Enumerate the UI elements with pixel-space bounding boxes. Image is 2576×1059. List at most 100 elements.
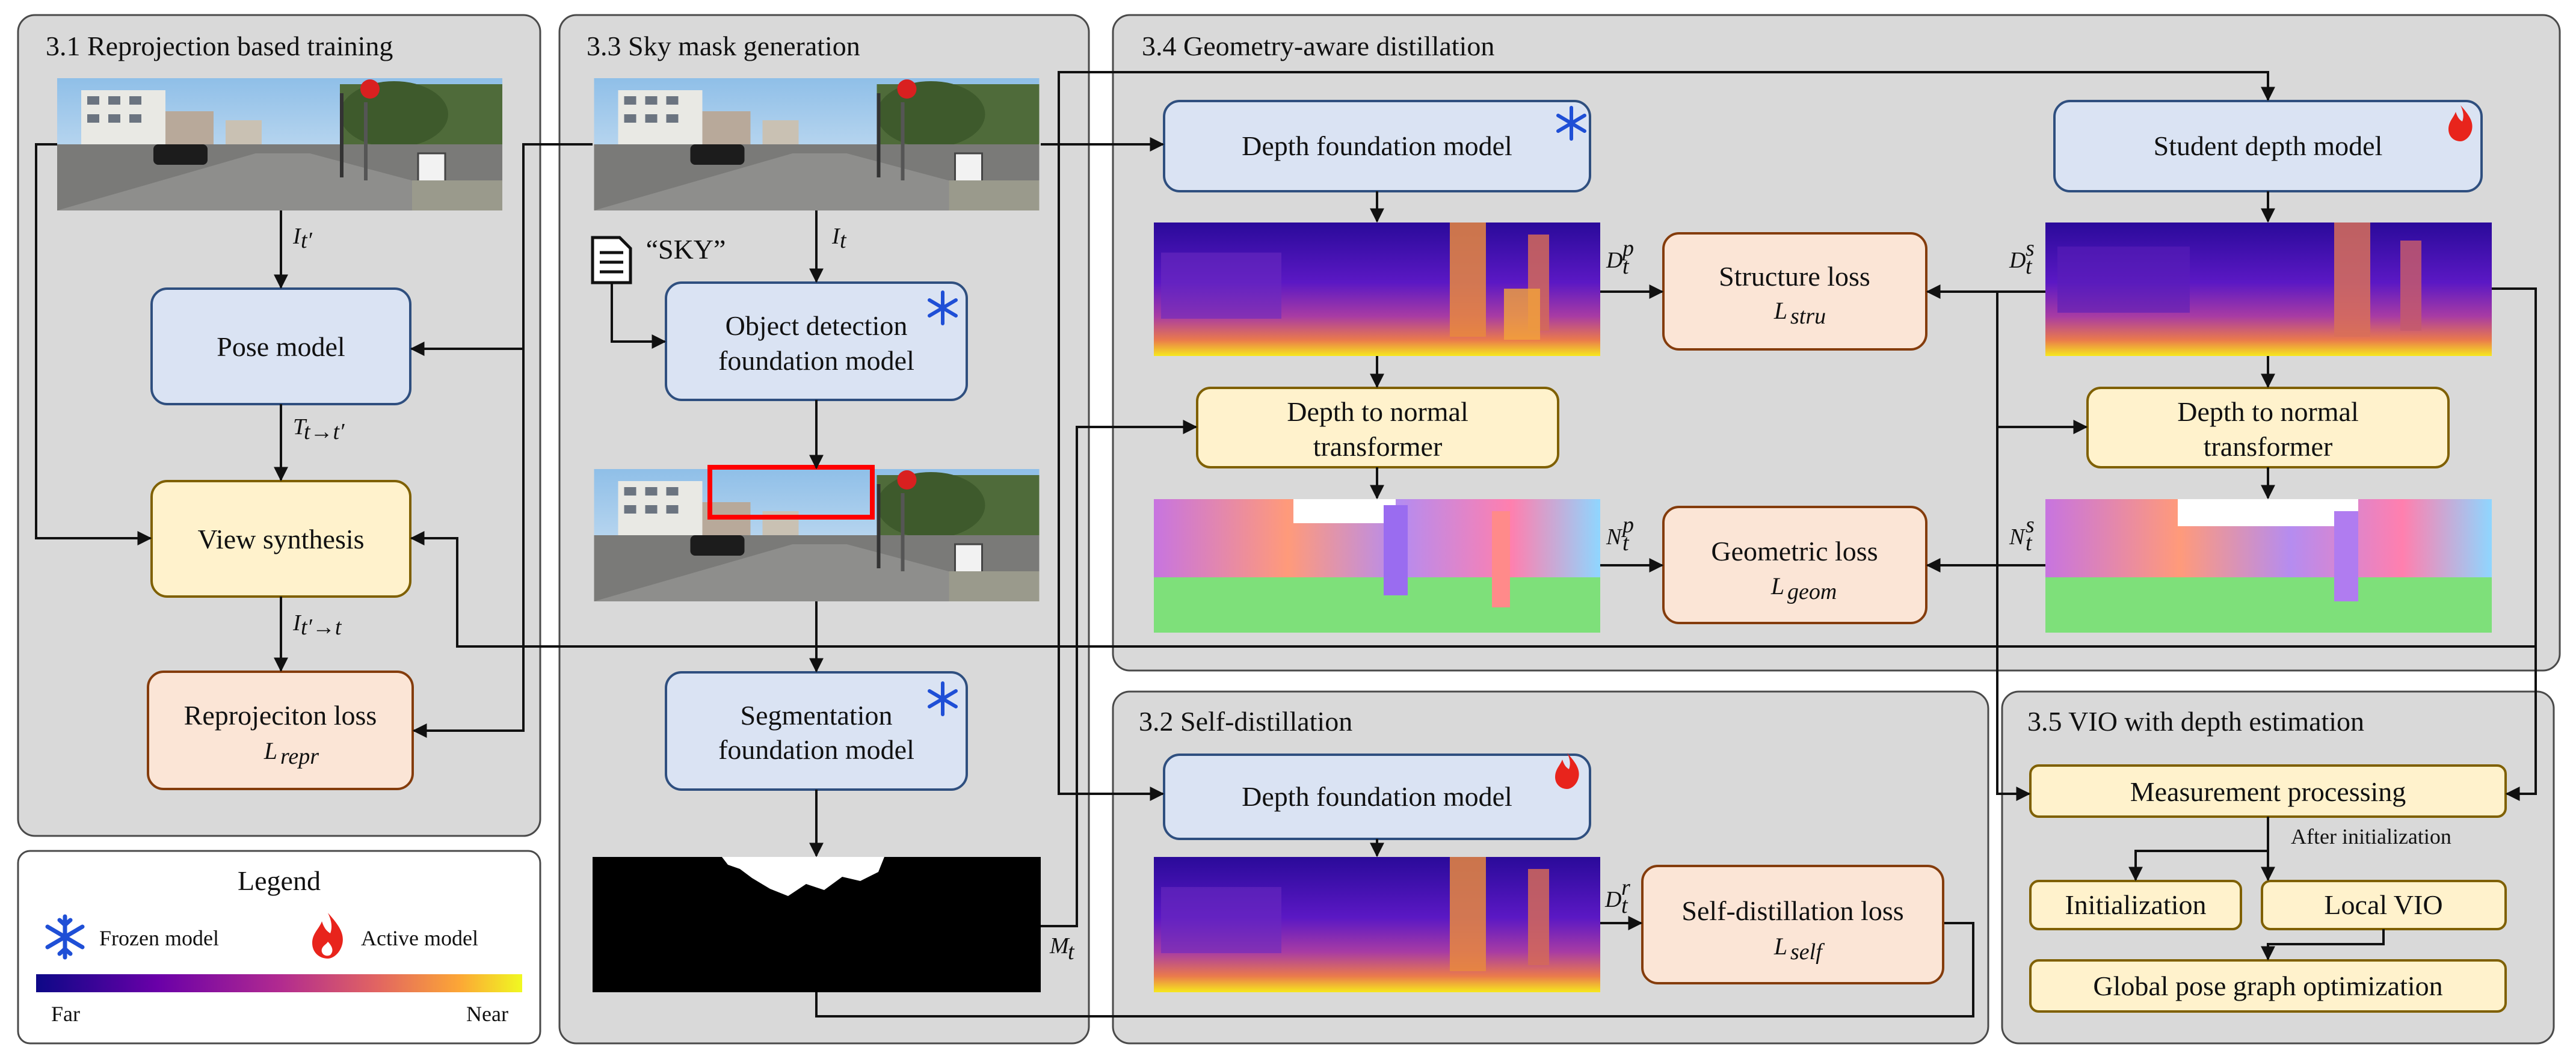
reprojection-loss-subscript: repr: [280, 744, 319, 769]
label-Dr-sup: r: [1621, 875, 1630, 900]
connectors: [35, 71, 2537, 1018]
colormap-bar: [36, 974, 522, 992]
label-I-syn: I: [292, 610, 302, 636]
d2n-teacher-label-1: Depth to normal: [1287, 396, 1468, 427]
self-distillation-loss-label: Self-distillation loss: [1681, 895, 1903, 926]
label-Dp-sup: p: [1621, 236, 1634, 261]
panel-title-3-2: 3.2 Self-distillation: [1139, 706, 1352, 737]
legend-frozen-label: Frozen model: [99, 926, 219, 950]
local-vio-label: Local VIO: [2324, 889, 2442, 920]
depth-to-normal-box-teacher: Depth to normal transformer: [1196, 387, 1559, 468]
sky-mask-image: [593, 857, 1041, 992]
student-depth-model-box: Student depth model: [2053, 100, 2483, 192]
legend-title: Legend: [238, 865, 321, 896]
detection-result-image: [593, 465, 1041, 601]
snowflake-icon: [45, 914, 85, 960]
local-vio-box: Local VIO: [2261, 880, 2507, 930]
geometric-loss-label: Geometric loss: [1711, 536, 1878, 566]
segmentation-box: Segmentation foundation model: [665, 671, 968, 791]
label-T-sub: t→t′: [304, 419, 345, 444]
label-I-syn-sub: t′→t: [301, 615, 342, 640]
structure-loss-subscript: stru: [1790, 304, 1826, 329]
sky-prompt-label: “SKY”: [646, 234, 726, 265]
depth-fm-34-label: Depth foundation model: [1242, 130, 1512, 161]
structure-loss-label: Structure loss: [1719, 261, 1870, 292]
label-Ns-sup: s: [2026, 512, 2035, 538]
object-detection-box: Object detection foundation model: [665, 281, 968, 401]
legend-box: Legend Frozen model Active model Far Nea…: [17, 850, 541, 1045]
label-I-t-sub: t: [840, 228, 847, 253]
flame-icon: [2448, 105, 2473, 141]
label-I-tprime: I: [292, 224, 302, 249]
document-icon: [591, 236, 632, 284]
reprojection-loss-symbol: L: [263, 737, 277, 764]
reprojection-loss-label: Reprojeciton loss: [184, 700, 377, 731]
geometric-loss-symbol: L: [1770, 572, 1784, 600]
label-Mt-sub: t: [1068, 939, 1075, 965]
self-distillation-loss-box: Self-distillation loss L self: [1641, 865, 1944, 984]
snowflake-icon: [928, 290, 958, 325]
panel-title-3-1: 3.1 Reprojection based training: [46, 31, 393, 61]
label-Np: N: [1606, 524, 1623, 550]
segmentation-label-2: foundation model: [718, 734, 914, 765]
global-pgo-box: Global pose graph optimization: [2029, 959, 2507, 1013]
panel-3-1: 3.1 Reprojection based training: [17, 14, 541, 837]
panel-title-3-4: 3.4 Geometry-aware distillation: [1142, 31, 1494, 61]
initialization-box: Initialization: [2029, 880, 2242, 930]
label-Np-sup: p: [1621, 512, 1634, 538]
label-Dp: D: [1606, 248, 1622, 273]
depth-foundation-model-box-3-4: Depth foundation model: [1163, 100, 1591, 192]
legend-near-label: Near: [466, 1002, 508, 1026]
measurement-processing-box: Measurement processing: [2029, 764, 2507, 818]
object-detection-label-1: Object detection: [726, 310, 908, 341]
view-synthesis-label: View synthesis: [197, 524, 364, 554]
d2n-student-label-1: Depth to normal: [2177, 396, 2359, 427]
d2n-student-label-2: transformer: [2204, 431, 2333, 462]
snowflake-icon: [928, 681, 958, 716]
label-Ds: D: [2009, 248, 2026, 273]
object-detection-label-2: foundation model: [718, 345, 914, 376]
depth-map-student: [2045, 223, 2492, 356]
reprojection-loss-box: Reprojeciton loss L repr: [147, 671, 414, 790]
panel-title-3-3: 3.3 Sky mask generation: [587, 31, 860, 61]
measurement-label: Measurement processing: [2130, 776, 2406, 807]
self-distillation-loss-subscript: self: [1790, 939, 1825, 965]
pose-model-label: Pose model: [217, 331, 345, 362]
snowflake-icon: [1556, 106, 1586, 141]
label-Ns: N: [2009, 524, 2026, 550]
panel-title-3-5: 3.5 VIO with depth estimation: [2027, 706, 2364, 737]
input-image-prev-frame: [57, 78, 502, 210]
after-initialization-label: After initialization: [2291, 824, 2451, 849]
sky-detection-box: [707, 465, 875, 520]
legend-far-label: Far: [51, 1002, 80, 1026]
label-Dr-sub: t: [1621, 893, 1628, 918]
structure-loss-symbol: L: [1773, 297, 1787, 324]
flame-icon: [1555, 753, 1579, 789]
depth-fm-32-label: Depth foundation model: [1242, 781, 1512, 812]
label-I-t: I: [831, 224, 841, 249]
geometric-loss-box: Geometric loss L geom: [1662, 506, 1927, 624]
normal-map-student: [2045, 499, 2492, 633]
input-image-current-frame: [593, 78, 1041, 210]
label-Dp-sub: t: [1622, 254, 1630, 279]
label-Ns-sub: t: [2026, 530, 2033, 556]
d2n-teacher-label-2: transformer: [1313, 431, 1443, 462]
segmentation-label-1: Segmentation: [741, 700, 893, 731]
view-synthesis-box: View synthesis: [150, 480, 411, 598]
label-T: T: [293, 414, 307, 440]
global-pgo-label: Global pose graph optimization: [2093, 971, 2442, 1001]
label-Ds-sub: t: [2026, 254, 2033, 279]
depth-map-self: [1154, 857, 1600, 992]
structure-loss-box: Structure loss L stru: [1662, 232, 1927, 351]
label-Ds-sup: s: [2026, 236, 2035, 261]
self-distillation-loss-symbol: L: [1773, 933, 1787, 960]
label-I-tprime-sub: t′: [301, 228, 313, 253]
student-depth-label: Student depth model: [2154, 130, 2383, 161]
label-Np-sub: t: [1622, 530, 1630, 556]
label-Dr: D: [1604, 887, 1621, 912]
label-Mt: M: [1049, 933, 1070, 959]
geometric-loss-subscript: geom: [1787, 579, 1837, 604]
normal-map-teacher: [1154, 499, 1600, 633]
depth-to-normal-box-student: Depth to normal transformer: [2086, 387, 2450, 468]
